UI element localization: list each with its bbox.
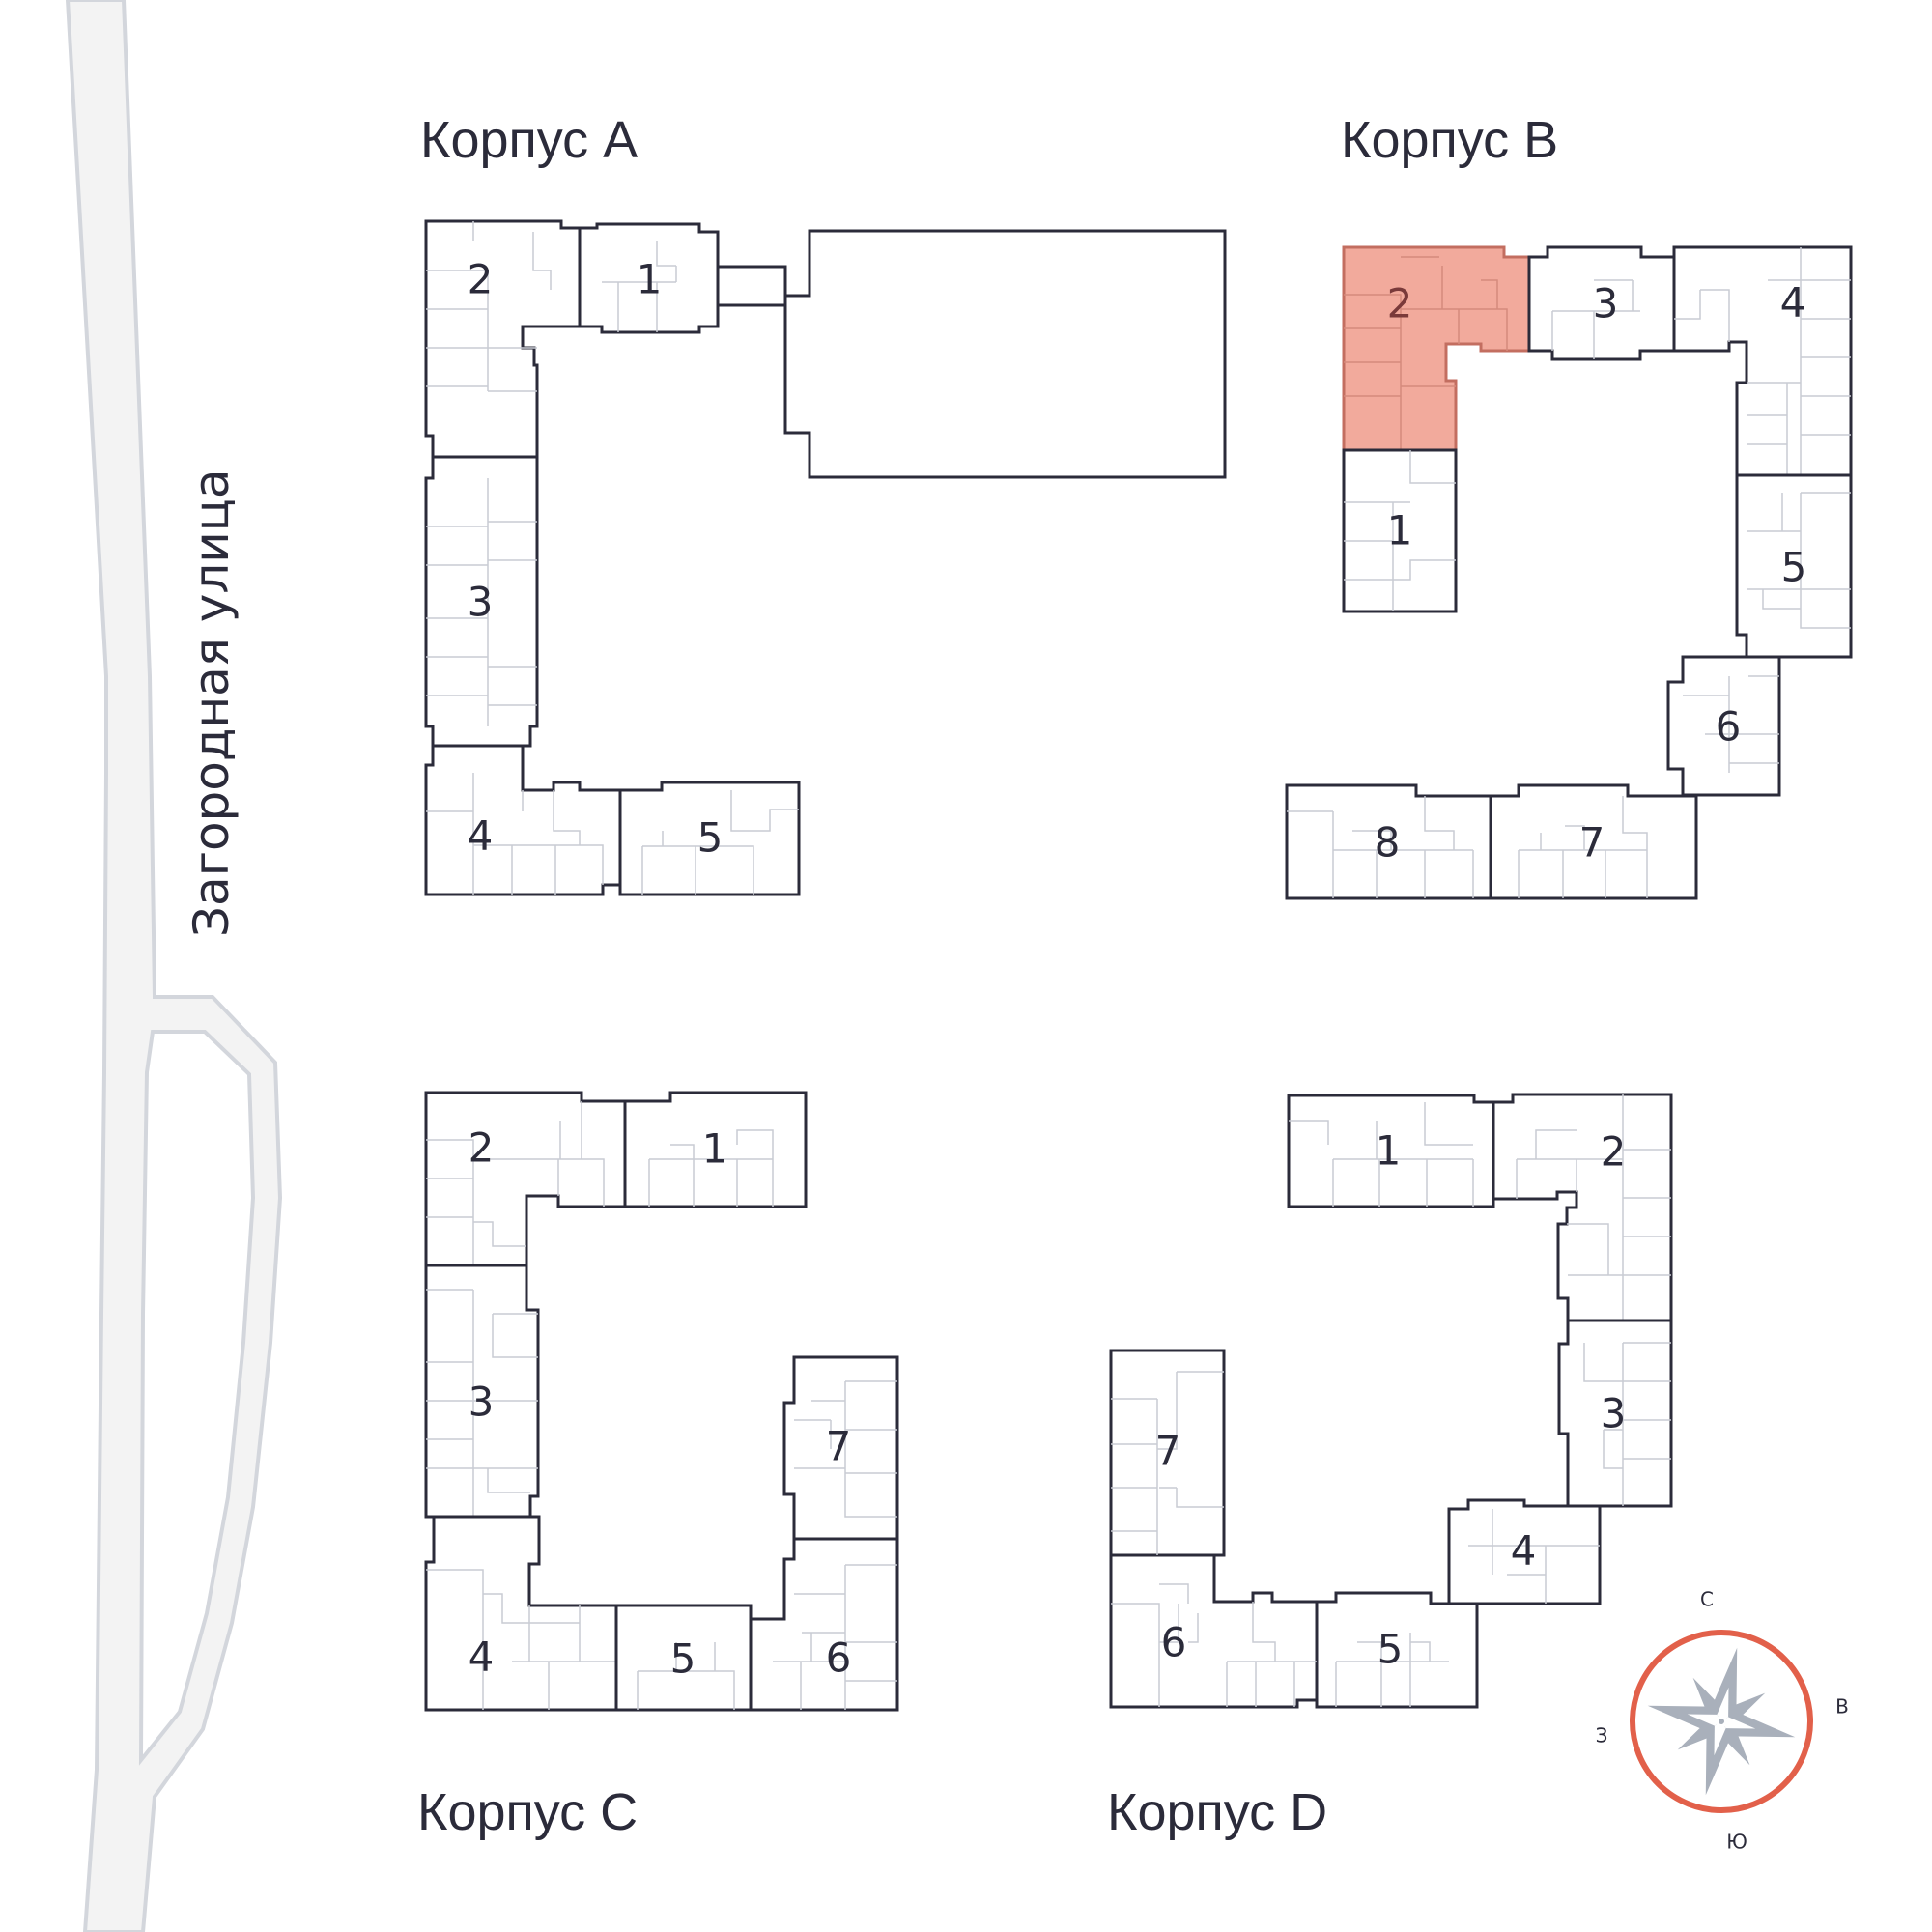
- section-d-6[interactable]: 6: [1109, 1553, 1319, 1709]
- section-a-4[interactable]: 4: [424, 744, 622, 896]
- road: [65, 0, 283, 1932]
- section-b-5-label: 5: [1781, 544, 1807, 591]
- compass-ring: [1630, 1630, 1813, 1813]
- section-d-7[interactable]: 7: [1109, 1349, 1226, 1557]
- building-a-annex: [783, 229, 1227, 479]
- section-d-4-label: 4: [1511, 1527, 1537, 1575]
- section-d-7-label: 7: [1155, 1428, 1181, 1475]
- section-c-4-label: 4: [469, 1634, 495, 1681]
- compass-west-label: З: [1596, 1724, 1608, 1747]
- building-d-title: Корпус D: [1107, 1783, 1327, 1841]
- section-a-3[interactable]: 3: [424, 455, 539, 748]
- section-b-1[interactable]: 1: [1342, 448, 1458, 613]
- building-a: Корпус A 1 2 3 4: [420, 111, 1227, 896]
- section-c-4[interactable]: 4: [424, 1515, 618, 1712]
- compass: С Ю В З: [1596, 1588, 1849, 1854]
- section-b-6-label: 6: [1716, 703, 1742, 751]
- section-d-3[interactable]: 3: [1557, 1319, 1673, 1508]
- section-a-4-label: 4: [468, 812, 494, 860]
- section-c-3[interactable]: 3: [424, 1264, 540, 1519]
- section-c-1[interactable]: 1: [623, 1091, 808, 1208]
- section-d-2[interactable]: 2: [1492, 1093, 1673, 1322]
- section-d-4[interactable]: 4: [1447, 1498, 1602, 1605]
- section-b-8-label: 8: [1375, 819, 1401, 867]
- section-b-6[interactable]: 6: [1666, 655, 1781, 797]
- section-c-6[interactable]: 6: [749, 1537, 899, 1712]
- section-a-1-label: 1: [637, 256, 663, 303]
- section-b-1-label: 1: [1387, 507, 1413, 554]
- section-c-2[interactable]: 2: [424, 1091, 627, 1267]
- street-label: Загородная улица: [184, 469, 240, 937]
- section-a-5[interactable]: 5: [618, 781, 801, 896]
- section-c-1-label: 1: [702, 1125, 728, 1173]
- section-b-7-label: 7: [1579, 819, 1605, 867]
- section-c-7[interactable]: 7: [782, 1355, 899, 1541]
- section-d-6-label: 6: [1161, 1619, 1187, 1666]
- compass-north-label: С: [1700, 1588, 1714, 1611]
- section-c-5-label: 5: [670, 1635, 696, 1683]
- section-b-4[interactable]: 4: [1672, 245, 1853, 477]
- section-a-1[interactable]: 1: [578, 222, 720, 334]
- section-d-1-label: 1: [1376, 1127, 1402, 1175]
- building-a-title: Корпус A: [420, 111, 638, 169]
- compass-star-icon: [1647, 1647, 1796, 1796]
- building-b-title: Корпус B: [1341, 111, 1558, 169]
- section-d-5-label: 5: [1378, 1626, 1404, 1673]
- building-d: Корпус D 1 2 3 4 5: [1107, 1093, 1673, 1841]
- section-b-2-label: 2: [1387, 280, 1413, 327]
- section-c-2-label: 2: [469, 1124, 495, 1172]
- section-b-3[interactable]: 3: [1527, 245, 1676, 361]
- section-b-3-label: 3: [1593, 280, 1619, 327]
- section-a-5-label: 5: [697, 814, 724, 862]
- section-d-3-label: 3: [1601, 1390, 1627, 1437]
- section-c-7-label: 7: [826, 1423, 852, 1470]
- section-c-5[interactable]: 5: [614, 1604, 753, 1712]
- section-b-4-label: 4: [1780, 279, 1806, 327]
- section-d-1[interactable]: 1: [1287, 1094, 1495, 1208]
- building-b: Корпус B 2 1 3 4 5: [1285, 111, 1853, 900]
- section-a-3-label: 3: [468, 579, 494, 626]
- compass-east-label: В: [1835, 1695, 1849, 1719]
- building-c-title: Корпус C: [417, 1783, 638, 1841]
- section-d-5[interactable]: 5: [1315, 1591, 1479, 1709]
- section-d-2-label: 2: [1601, 1128, 1627, 1176]
- section-a-2-label: 2: [468, 256, 494, 303]
- section-a-2[interactable]: 2: [424, 219, 582, 459]
- building-c: Корпус C 2 1 3 4 5: [417, 1091, 899, 1841]
- section-b-8[interactable]: 8: [1285, 783, 1492, 900]
- section-c-6-label: 6: [826, 1634, 852, 1682]
- section-b-2[interactable]: 2: [1342, 245, 1531, 452]
- section-c-3-label: 3: [469, 1378, 495, 1426]
- section-b-5[interactable]: 5: [1735, 473, 1853, 659]
- section-b-7[interactable]: 7: [1489, 783, 1698, 900]
- compass-south-label: Ю: [1726, 1831, 1747, 1854]
- building-a-connector: [716, 265, 787, 307]
